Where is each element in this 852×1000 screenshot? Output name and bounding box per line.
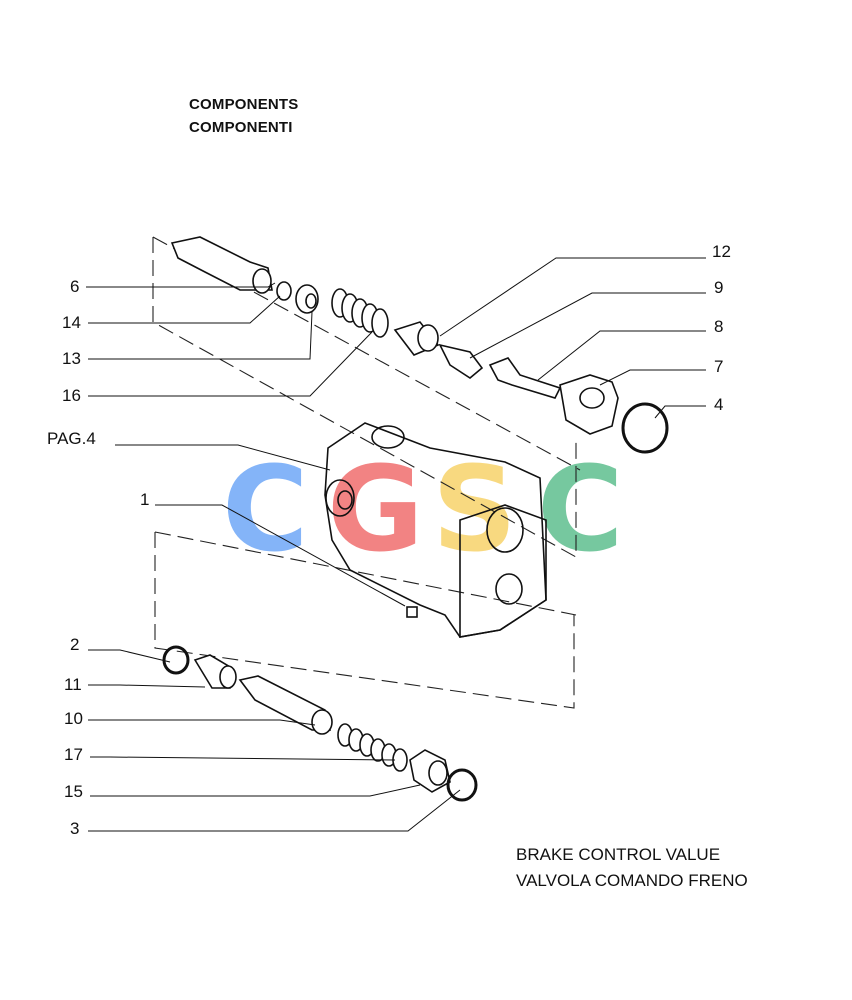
callout-15: 15: [64, 782, 83, 801]
watermark-letter-s: S: [432, 440, 517, 578]
callout-9: 9: [714, 278, 723, 297]
valve-body: [324, 422, 547, 638]
spring-part-16: [331, 288, 389, 338]
oring-part-3: [446, 768, 478, 802]
callout-8: 8: [714, 317, 723, 336]
callout-3: 3: [70, 819, 79, 838]
oring-part-4: [621, 402, 669, 454]
callout-7: 7: [714, 357, 723, 376]
spring-part-17: [337, 723, 408, 772]
callout-6: 6: [70, 277, 79, 296]
watermark-letter-c2: C: [537, 440, 624, 578]
ring-part-14: [276, 281, 292, 301]
callout-1: 1: [140, 490, 149, 509]
poppet-part-9: [438, 343, 484, 379]
callout-16: 16: [62, 386, 81, 405]
components-title-en: COMPONENTS: [189, 96, 299, 113]
spool-part-6: [170, 236, 273, 291]
callout-4: 4: [714, 395, 723, 414]
callout-14: 14: [62, 313, 81, 332]
callout-10: 10: [64, 709, 83, 728]
callout-17: 17: [64, 745, 83, 764]
leader-lines: [86, 257, 706, 832]
lower-spool-parts: [162, 645, 478, 802]
caption-it: VALVOLA COMANDO FRENO: [516, 871, 748, 890]
dashed-assembly-axes: [152, 236, 581, 709]
callout-13: 13: [62, 349, 81, 368]
upper-spool-parts: [170, 236, 669, 454]
callout-labels: 6 14 13 16 12 9 8 7 4 PAG.4 1 2 11 10 17…: [47, 242, 731, 838]
callout-11: 11: [64, 675, 82, 694]
oring-part-2: [162, 645, 190, 675]
callout-12: 12: [712, 242, 731, 261]
components-title-it: COMPONENTI: [189, 119, 293, 136]
watermark-letter-c1: C: [222, 440, 309, 578]
callout-pag4: PAG.4: [47, 429, 96, 448]
cgsc-watermark: C G S C: [222, 440, 624, 578]
pin-part-8: [488, 357, 562, 399]
callout-2: 2: [70, 635, 79, 654]
caption-en: BRAKE CONTROL VALUE: [516, 845, 721, 864]
